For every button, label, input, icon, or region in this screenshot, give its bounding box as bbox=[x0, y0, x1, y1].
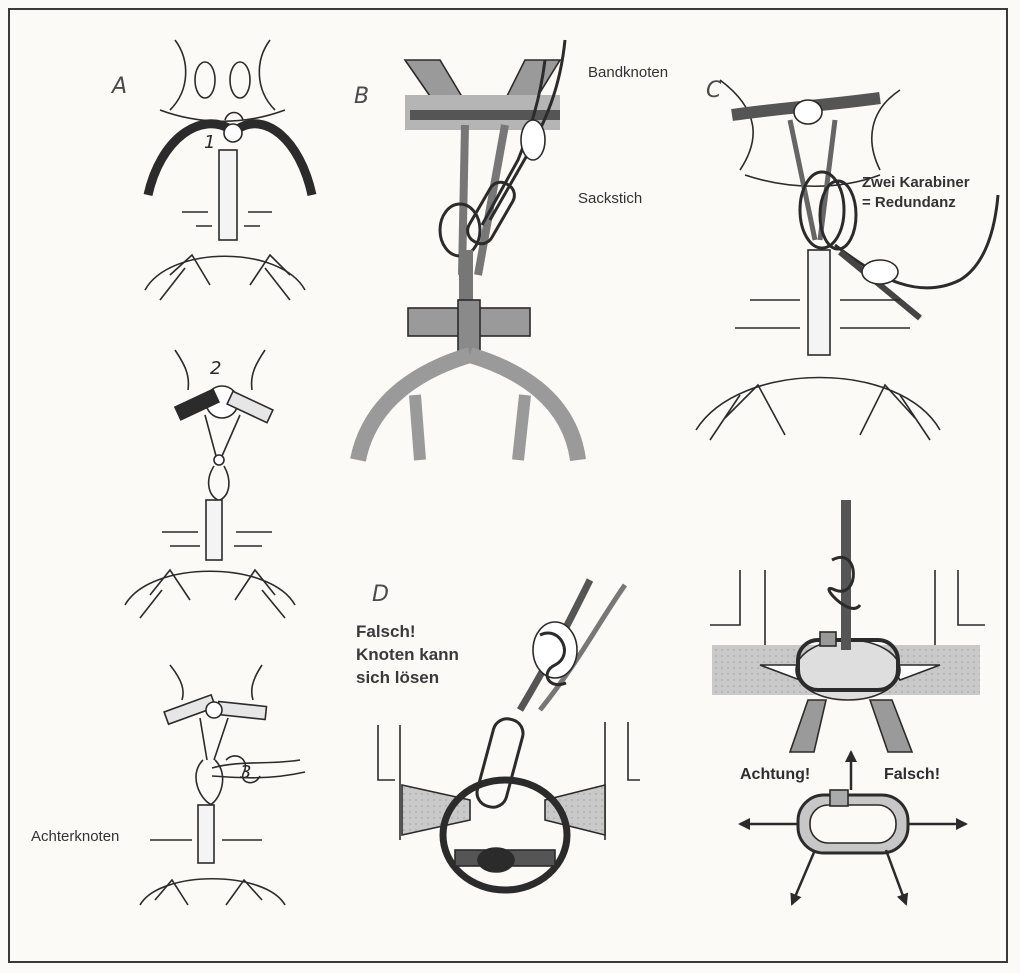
figure-e-carabiner-detail bbox=[710, 500, 985, 904]
warning-knot-can-loosen: Falsch! Knoten kann sich lösen bbox=[356, 620, 459, 689]
label-bandknoten: Bandknoten bbox=[588, 64, 668, 81]
figure-a-step-3 bbox=[140, 665, 305, 905]
figure-c bbox=[696, 80, 998, 440]
step-number-2: 2 bbox=[210, 358, 221, 379]
panel-label-a: A bbox=[112, 74, 127, 99]
label-achterknoten: Achterknoten bbox=[31, 828, 119, 845]
label-redundanz: = Redundanz bbox=[862, 194, 956, 211]
step-number-1: 1 bbox=[204, 132, 215, 153]
panel-label-b: B bbox=[354, 84, 369, 109]
panel-label-d: D bbox=[372, 582, 389, 607]
figure-a-step-2 bbox=[125, 350, 295, 618]
label-achtung: Achtung! bbox=[740, 766, 810, 784]
panel-label-c: C bbox=[706, 78, 721, 103]
label-zwei-karabiner: Zwei Karabiner bbox=[862, 174, 970, 191]
label-falsch: Falsch! bbox=[884, 766, 940, 784]
label-sackstich: Sackstich bbox=[578, 190, 642, 207]
figure-b bbox=[358, 40, 578, 460]
figure-a-step-1 bbox=[145, 40, 312, 300]
step-number-3: 3 bbox=[240, 762, 251, 783]
